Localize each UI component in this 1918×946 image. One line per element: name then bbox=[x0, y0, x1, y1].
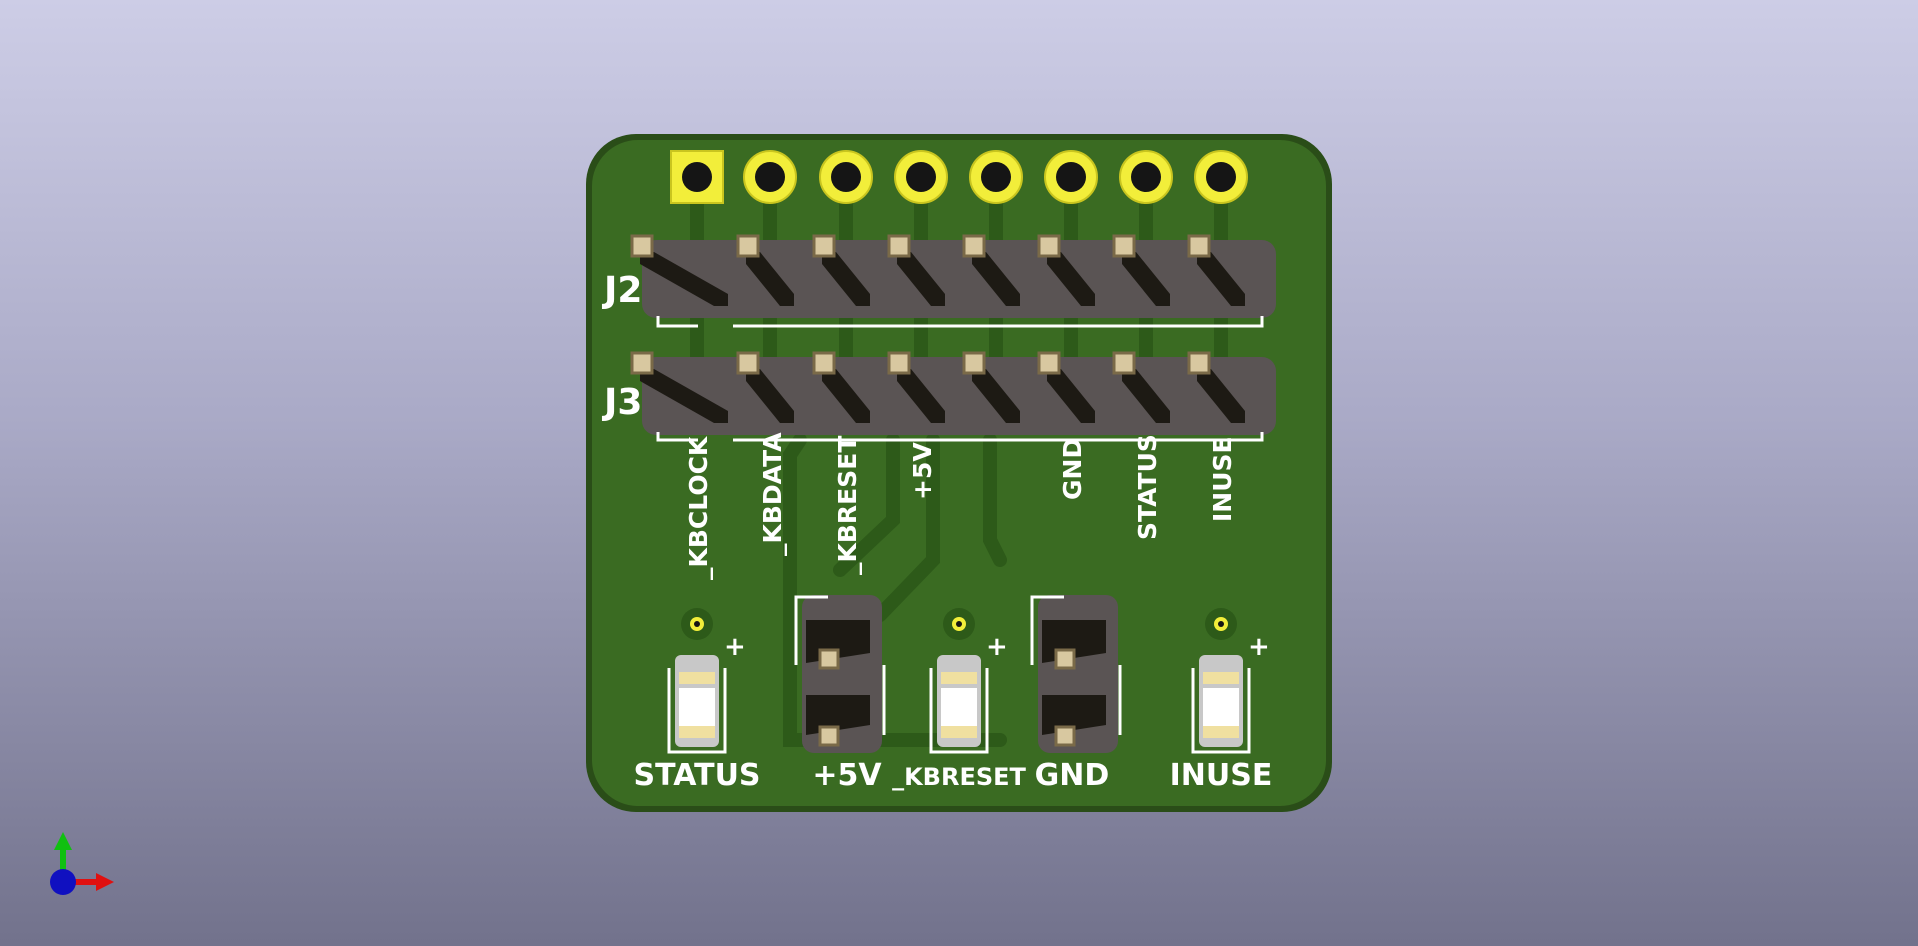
label-plus5v: +5V bbox=[812, 758, 882, 793]
x-axis-head bbox=[96, 873, 114, 891]
header-pin bbox=[1112, 234, 1170, 306]
label-kbdata: _KBDATA bbox=[758, 432, 787, 556]
polarity-plus-mark: + bbox=[1248, 632, 1270, 662]
bottom-labels: STATUS +5V _KBRESET GND INUSE bbox=[633, 758, 1272, 793]
label-status-vertical: STATUS bbox=[1133, 434, 1162, 540]
header-j2 bbox=[630, 234, 1276, 318]
copper-traces bbox=[690, 169, 1228, 747]
header-pin bbox=[1037, 351, 1095, 423]
header-j3 bbox=[630, 351, 1276, 435]
label-kbreset: _KBRESET bbox=[892, 763, 1026, 791]
round-pad-pin2 bbox=[743, 150, 797, 204]
jumper-1 bbox=[794, 595, 886, 753]
jumpers bbox=[794, 595, 1122, 753]
header-pin bbox=[812, 351, 870, 423]
refdes-j2: J2 bbox=[601, 270, 642, 311]
round-pad-pin6 bbox=[1044, 150, 1098, 204]
refdes-j3: J3 bbox=[601, 382, 642, 423]
top-pin-header bbox=[670, 150, 1248, 204]
header-pin bbox=[1112, 351, 1170, 423]
header-pin bbox=[812, 234, 870, 306]
label-gnd-vertical: GND bbox=[1058, 438, 1087, 500]
header-body bbox=[642, 357, 1276, 435]
header-pin bbox=[1187, 234, 1245, 306]
label-inuse: INUSE bbox=[1170, 758, 1273, 793]
header-pin bbox=[887, 234, 945, 306]
label-kbreset-vertical: _KBRESET bbox=[833, 436, 862, 575]
label-gnd: GND bbox=[1035, 758, 1110, 793]
z-axis-dot bbox=[50, 869, 76, 895]
leds: + + + bbox=[667, 608, 1270, 754]
label-inuse-vertical: INUSE bbox=[1208, 436, 1237, 522]
axis-triad-icon[interactable] bbox=[50, 832, 114, 895]
header-pin bbox=[962, 351, 1020, 423]
header-pin bbox=[1187, 351, 1245, 423]
header-pin bbox=[962, 234, 1020, 306]
header-pin bbox=[736, 351, 794, 423]
round-pad-pin5 bbox=[969, 150, 1023, 204]
polarity-plus-mark: + bbox=[986, 632, 1008, 662]
header-pin bbox=[1037, 234, 1095, 306]
header-pin bbox=[630, 234, 728, 306]
polarity-plus-mark: + bbox=[724, 632, 746, 662]
header-pin bbox=[887, 351, 945, 423]
header-body bbox=[642, 240, 1276, 318]
y-axis-head bbox=[54, 832, 72, 850]
label-5v-vertical: +5V bbox=[908, 442, 937, 500]
header-silkscreen-outline bbox=[656, 316, 1264, 442]
label-status: STATUS bbox=[633, 758, 760, 793]
signal-labels: _KBCLOCK _KBDATA _KBRESET +5V GND STATUS… bbox=[684, 432, 1237, 580]
round-pad-pin8 bbox=[1194, 150, 1248, 204]
jumper-2 bbox=[1030, 595, 1122, 753]
header-pin bbox=[736, 234, 794, 306]
led-3: + bbox=[1191, 608, 1270, 754]
header-pin bbox=[630, 351, 728, 423]
round-pad-pin4 bbox=[894, 150, 948, 204]
led-1: + bbox=[667, 608, 746, 754]
square-pad-pin1 bbox=[670, 150, 724, 204]
label-kbclock: _KBCLOCK bbox=[684, 435, 713, 580]
round-pad-pin7 bbox=[1119, 150, 1173, 204]
round-pad-pin3 bbox=[819, 150, 873, 204]
led-2: + bbox=[929, 608, 1008, 754]
